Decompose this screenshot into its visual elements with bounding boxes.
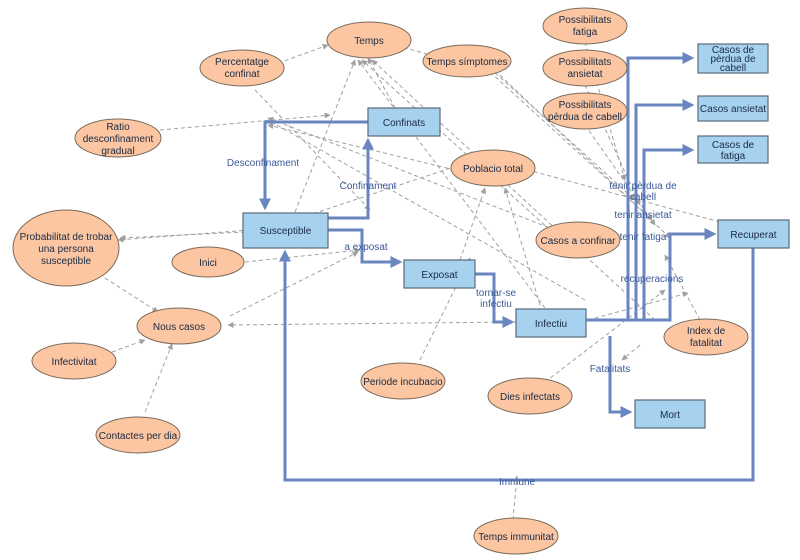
svg-text:susceptible: susceptible	[41, 256, 91, 267]
influence-links	[104, 41, 721, 521]
var-casos-a-confinar[interactable]: Casos a confinar	[535, 221, 621, 259]
svg-text:Temps símptomes: Temps símptomes	[426, 57, 507, 68]
svg-text:Percentatge: Percentatge	[215, 57, 269, 68]
var-poblacio-total[interactable]: Poblacio total	[450, 149, 536, 187]
var-probabilitat-susceptible[interactable]: Probabilitat de trobar una persona susce…	[12, 209, 120, 287]
svg-text:Possibilitats: Possibilitats	[559, 100, 612, 111]
svg-text:Inici: Inici	[199, 258, 217, 269]
svg-text:Infectiu: Infectiu	[535, 319, 567, 330]
svg-text:Casos ansietat: Casos ansietat	[700, 104, 766, 115]
var-periode-incubacio[interactable]: Periode incubacio	[360, 362, 446, 400]
svg-text:fatiga: fatiga	[721, 151, 746, 162]
svg-text:cabell: cabell	[720, 63, 746, 74]
flow-label-confinament: Confinament	[340, 181, 397, 192]
flow-label-tenir-perdua-2: cabell	[630, 192, 656, 203]
svg-text:Confinats: Confinats	[383, 118, 425, 129]
stock-confinats[interactable]: Confinats	[367, 107, 441, 137]
svg-text:Poblacio total: Poblacio total	[463, 164, 523, 175]
svg-text:fatalitat: fatalitat	[690, 338, 722, 349]
svg-text:Possibilitats: Possibilitats	[559, 57, 612, 68]
flow-label-desconfinament: Desconfinament	[227, 158, 299, 169]
flow-label-a-exposat: a exposat	[344, 242, 388, 253]
flow-label-fatalitats: Fatalitats	[590, 364, 631, 375]
svg-text:Casos a confinar: Casos a confinar	[540, 236, 616, 247]
svg-text:Index de: Index de	[687, 326, 726, 337]
svg-text:Nous casos: Nous casos	[153, 322, 205, 333]
var-possibilitats-perdua[interactable]: Possibilitats pèrdua de cabell	[542, 92, 628, 130]
flow-label-tornar-infectiu-2: infectiu	[480, 299, 512, 310]
svg-text:Probabilitat de trobar: Probabilitat de trobar	[20, 232, 114, 243]
svg-text:Susceptible: Susceptible	[260, 226, 312, 237]
flow-label-tenir-fatiga: tenir fatiga	[620, 232, 667, 243]
svg-text:ansietat: ansietat	[567, 69, 602, 80]
var-temps-immunitat[interactable]: Temps immunitat	[473, 517, 559, 555]
flow-labels: Desconfinament Confinament a exposat tor…	[227, 158, 684, 488]
svg-text:Temps: Temps	[354, 36, 383, 47]
svg-text:Recuperat: Recuperat	[730, 230, 776, 241]
svg-text:Periode incubacio: Periode incubacio	[363, 377, 443, 388]
flow-label-tornar-infectiu: tornar-se	[476, 288, 516, 299]
stock-recuperat[interactable]: Recuperat	[717, 219, 790, 249]
var-possibilitats-fatiga[interactable]: Possibilitats fatiga	[542, 7, 628, 45]
var-nous-casos[interactable]: Nous casos	[136, 307, 222, 345]
svg-text:Temps immunitat: Temps immunitat	[478, 532, 554, 543]
flows	[259, 52, 755, 482]
svg-text:Possibilitats: Possibilitats	[559, 15, 612, 26]
var-possibilitats-ansietat[interactable]: Possibilitats ansietat	[542, 49, 628, 87]
var-inici[interactable]: Inici	[171, 246, 245, 278]
svg-text:Infectivitat: Infectivitat	[51, 357, 96, 368]
stock-mort[interactable]: Mort	[634, 399, 706, 429]
svg-text:gradual: gradual	[101, 146, 134, 157]
svg-text:Contactes per dia: Contactes per dia	[99, 431, 178, 442]
var-percentatge-confinat[interactable]: Percentatge confinat	[199, 49, 285, 87]
svg-text:Dies infectats: Dies infectats	[500, 392, 560, 403]
svg-text:pèrdua de cabell: pèrdua de cabell	[548, 112, 622, 123]
svg-text:fatiga: fatiga	[573, 27, 598, 38]
var-index-fatalitat[interactable]: Index de fatalitat	[663, 318, 749, 356]
flow-label-tenir-ansietat: tenir ansietat	[614, 210, 671, 221]
stock-exposat[interactable]: Exposat	[403, 259, 476, 289]
var-temps-simptomes[interactable]: Temps símptomes	[422, 44, 512, 78]
flow-label-recuperacions: recuperacions	[621, 274, 684, 285]
svg-text:Mort: Mort	[660, 410, 680, 421]
svg-text:desconfinament: desconfinament	[83, 134, 154, 145]
var-contactes-per-dia[interactable]: Contactes per dia	[95, 416, 181, 454]
svg-text:Casos de: Casos de	[712, 140, 755, 151]
var-dies-infectats[interactable]: Dies infectats	[487, 377, 573, 415]
stock-casos-ansietat[interactable]: Casos ansietat	[697, 95, 769, 122]
svg-text:confinat: confinat	[224, 69, 259, 80]
stock-susceptible[interactable]: Susceptible	[242, 212, 329, 249]
stock-casos-perdua-cabell[interactable]: Casos de pèrdua de cabell	[697, 43, 769, 74]
stock-infectiu[interactable]: Infectiu	[515, 308, 587, 338]
var-ratio-desconfinament[interactable]: Ratio desconfinament gradual	[74, 118, 162, 158]
var-infectivitat[interactable]: Infectivitat	[31, 342, 117, 380]
svg-text:una persona: una persona	[38, 244, 94, 255]
svg-text:pèrdua de: pèrdua de	[710, 54, 755, 65]
var-temps[interactable]: Temps	[326, 21, 412, 59]
svg-text:Casos de: Casos de	[712, 45, 755, 56]
stock-casos-fatiga[interactable]: Casos de fatiga	[697, 135, 769, 164]
svg-text:Exposat: Exposat	[421, 270, 457, 281]
flow-label-immune: Immune	[499, 477, 536, 488]
flow-label-tenir-perdua: tenir pèrdua de	[609, 181, 677, 192]
svg-text:Ratio: Ratio	[106, 122, 130, 133]
